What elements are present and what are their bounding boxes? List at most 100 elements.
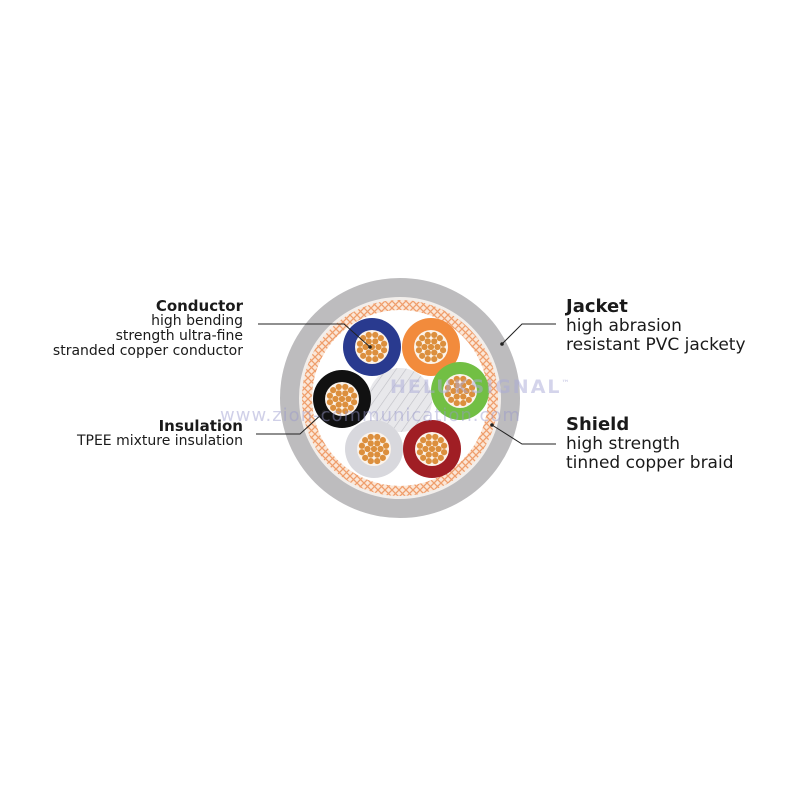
copper-strand [374,451,381,458]
copper-strand [460,375,467,383]
insulation-leader [256,411,325,435]
jacket-leader-endpoint [500,342,504,346]
copper-strand [367,440,374,447]
copper-strand [432,451,439,458]
copper-strand [444,391,452,398]
insulation-title: Insulation [158,417,243,435]
conductor-leader [258,323,371,348]
copper-strand [374,433,381,441]
conductor-label: Conductor high bending strength ultra-fi… [53,298,243,359]
copper-strand [436,352,443,359]
copper-strand [342,407,349,415]
black-core-conductor-strands [326,383,358,415]
copper-strand [342,383,349,391]
conductor-desc-line-1: high bending [151,313,243,329]
copper-strand [342,401,349,408]
copper-strand [326,392,334,399]
copper-strand [362,437,369,444]
copper-strand [360,352,367,359]
copper-strand [439,340,447,347]
copper-strand [372,355,379,363]
shield-leader-endpoint [490,423,494,427]
copper-strand [415,347,423,354]
copper-strand [425,433,432,441]
copper-strand [421,343,428,351]
copper-strand [356,347,364,354]
copper-strand [431,349,438,356]
cores-group [313,318,489,478]
orange-core [402,318,460,376]
black-core [313,370,371,428]
blue-core-conductor-strands [356,331,388,363]
copper-strand [332,395,339,403]
copper-strand [448,379,455,386]
copper-strand [420,437,427,444]
copper-strand [370,445,378,453]
green-core [431,362,489,420]
conductor-desc-line-2: strength ultra-fine [115,328,243,344]
copper-strand [415,340,423,347]
copper-strand [424,349,431,356]
copper-strand [432,433,439,441]
copper-strand [436,335,443,342]
copper-strand [362,343,369,351]
insulation-label: Insulation TPEE mixture insulation [77,418,243,449]
copper-strand [460,393,467,400]
copper-strand [365,355,372,363]
copper-strand [350,399,358,406]
copper-strand [465,379,472,386]
copper-strand [453,382,460,389]
copper-strand [463,387,470,395]
copper-strand [422,445,429,453]
copper-strand [431,355,438,363]
copper-strand [372,331,379,339]
shield-leader [491,424,556,445]
insulation-desc-line-1: TPEE mixture insulation [76,433,243,449]
copper-strand [468,384,476,391]
red-core [403,420,461,478]
copper-strand [367,451,374,458]
jacket-desc-line-2: resistant PVC jackety [566,335,746,355]
copper-strand [374,457,381,465]
copper-strand [382,442,390,449]
copper-strand [347,387,354,394]
copper-strand [335,401,342,408]
copper-strand [450,387,457,395]
copper-strand [379,454,386,461]
copper-strand [330,387,337,394]
copper-strand [375,343,382,351]
copper-strand [377,335,384,342]
copper-strand [347,404,354,411]
blue-core [343,318,401,376]
jacket-label: Jacket high abrasion resistant PVC jacke… [566,297,746,355]
central-filler [368,368,432,432]
copper-strand [372,338,379,345]
copper-strand [377,352,384,359]
copper-strand [379,437,386,444]
conductor-desc-line-3: stranded copper conductor [52,343,243,359]
copper-strand [342,390,349,397]
copper-strand [444,384,452,391]
shield-title: Shield [566,414,630,435]
red-core-conductor-strands [416,433,448,465]
copper-strand [427,343,435,351]
copper-strand [425,451,432,458]
copper-strand [460,399,467,407]
copper-strand [424,331,431,339]
copper-strand [437,454,444,461]
copper-strand [453,399,460,407]
copper-strand [335,383,342,391]
copper-strand [416,442,424,449]
copper-strand [456,387,464,395]
shield-desc-line-1: high strength [566,434,681,454]
copper-strand [440,442,448,449]
copper-strand [435,445,442,453]
copper-strand [420,454,427,461]
copper-strand [365,349,372,356]
conductor-leader-endpoint [368,345,372,349]
copper-strand [432,457,439,465]
copper-strand [382,449,390,456]
green-core-conductor-strands [444,375,476,407]
shield-label: Shield high strength tinned copper braid [566,415,734,473]
